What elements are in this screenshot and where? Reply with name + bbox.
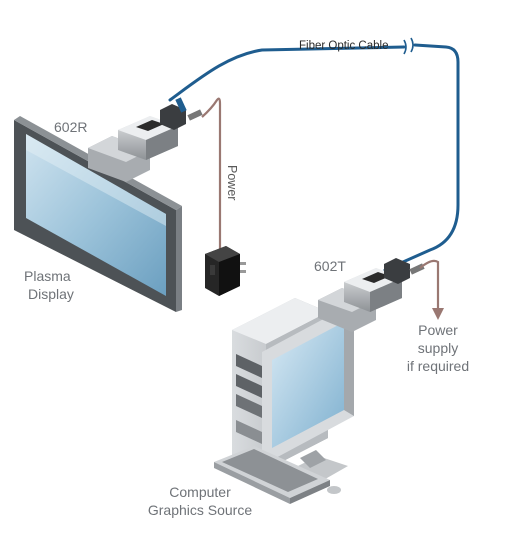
power-label: Power [225,165,239,201]
arrow-down-icon [432,308,444,320]
fiber-optic-cable-label: Fiber Optic Cable [299,40,389,52]
transmitter-label: 602T [314,258,346,274]
power-adapter [205,246,246,296]
power-supply-cord [419,259,440,310]
receiver-label: 602R [54,119,88,135]
computer-source-label-line1: Computer [169,484,231,500]
keyboard [214,446,341,504]
plasma-display-label-line1: Plasma [24,268,71,284]
power-supply-label-line1: Power [418,322,458,338]
receiver-602r-device [88,97,203,182]
power-cord [201,97,222,250]
computer-monitor [262,308,354,482]
power-supply-label-line2: supply [417,340,459,356]
plasma-display [14,116,182,312]
transmitter-602t-device [318,258,425,332]
fiber-optic-cable [168,43,460,272]
cable-break-icon [403,37,414,55]
power-supply-label-line3: if required [406,358,470,374]
computer-source-label-line2: Graphics Source [147,502,253,518]
plasma-display-label-line2: Display [28,286,74,302]
